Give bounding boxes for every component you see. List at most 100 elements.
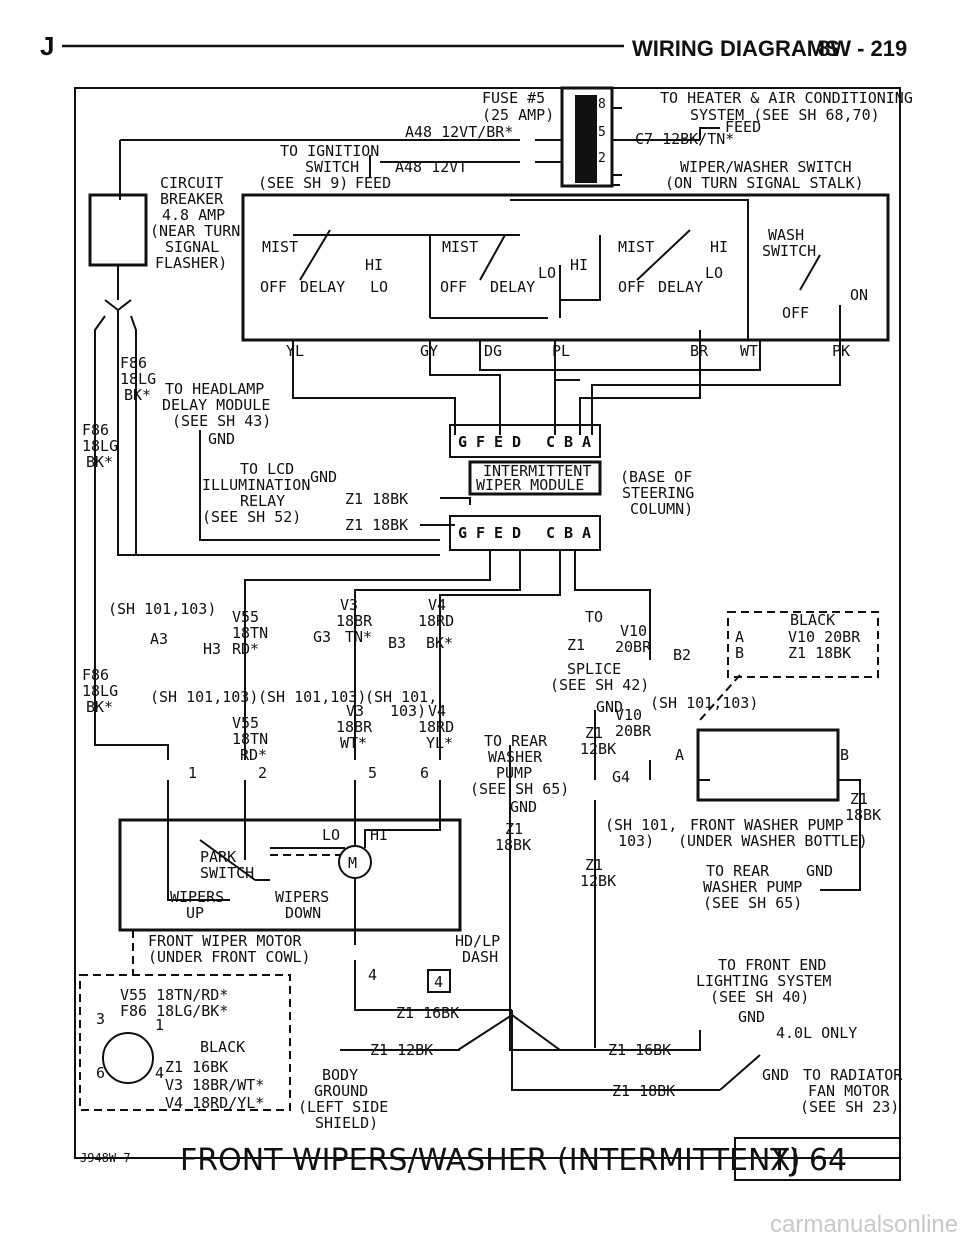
label-18rd-1: 18RD (418, 612, 454, 630)
label-steering: STEERING (622, 484, 694, 502)
label-wash: WASH (768, 226, 804, 244)
label-off-1: OFF (260, 278, 287, 296)
conn-pin-e-2: E (494, 524, 503, 542)
label-v3-1: V3 (340, 596, 358, 614)
label-v4-1: V4 (428, 596, 446, 614)
label-v55-1: V55 (232, 608, 259, 626)
label-v55-2: V55 (232, 714, 259, 732)
label-rear-washer-3: PUMP (496, 764, 532, 782)
label-gnd-7: GND (762, 1066, 789, 1084)
label-hdlp: HD/LP (455, 932, 500, 950)
conn-pin-a-2: A (582, 524, 591, 542)
label-z1-16bk-2: Z1 16BK (608, 1041, 671, 1059)
label-v10-20br: V10 20BR (788, 628, 861, 646)
label-f86-3: F86 (82, 666, 109, 684)
label-rd-2: RD* (240, 746, 267, 764)
label-sh103-4: 103) (390, 702, 426, 720)
label-delay-1: DELAY (300, 278, 345, 296)
conn-pin-e-1: E (494, 433, 503, 451)
label-splice: SPLICE (567, 660, 621, 678)
label-b3: B3 (388, 634, 406, 652)
label-conn-v4: V4 18RD/YL* (165, 1094, 264, 1112)
pin-2: 2 (258, 764, 267, 782)
label-splice-sheet: (SEE SH 42) (550, 676, 649, 694)
label-fuse: FUSE #5 (482, 89, 545, 107)
label-18lg-2: 18LG (82, 437, 118, 455)
label-ground: GROUND (314, 1082, 368, 1100)
label-conn-f86: F86 18LG/BK* (120, 1002, 228, 1020)
label-flasher: FLASHER) (155, 254, 227, 272)
wire-wt: WT (740, 342, 758, 360)
label-conn-pin-4: 4 (155, 1064, 164, 1082)
label-gnd-3: GND (596, 698, 623, 716)
label-front-end-3: (SEE SH 40) (710, 988, 809, 1006)
label-base-of: (BASE OF (620, 468, 692, 486)
label-v4-2: V4 (428, 702, 446, 720)
label-mist-1: MIST (262, 238, 298, 256)
label-front-end-1: TO FRONT END (718, 956, 826, 974)
label-4-0l-only: 4.0L ONLY (776, 1024, 857, 1042)
label-bk-1: BK* (124, 386, 151, 404)
section-letter: J (40, 31, 54, 61)
wire-yl: YL (286, 342, 304, 360)
label-radiator-1: TO RADIATOR (803, 1066, 903, 1084)
label-park-switch: SWITCH (200, 864, 254, 882)
label-column: COLUMN) (630, 500, 693, 518)
label-z1-d: Z1 (850, 790, 868, 808)
motor-symbol (338, 845, 372, 879)
label-lo-2: LO (538, 264, 556, 282)
label-conn-v3: V3 18BR/WT* (165, 1076, 264, 1094)
conn-pin-a-1: A (582, 433, 591, 451)
label-conn-pin-6: 6 (96, 1064, 105, 1082)
conn-pin-g-1: G (458, 433, 467, 451)
wires (79, 86, 890, 1111)
label-hi-3: HI (710, 238, 728, 256)
label-left-side: (LEFT SIDE (298, 1098, 388, 1116)
label-ignition-1: TO IGNITION (280, 142, 379, 160)
label-sh101-4: (SH 101, (365, 688, 437, 706)
label-f86-2: F86 (82, 421, 109, 439)
label-bk-3: BK* (86, 698, 113, 716)
label-rear-pump-3: (SEE SH 65) (703, 894, 802, 912)
label-g4: G4 (612, 768, 630, 786)
label-lo-1: LO (370, 278, 388, 296)
label-z1-b: Z1 (505, 820, 523, 838)
label-v10-2: V10 (615, 706, 642, 724)
label-heater-1: TO HEATER & AIR CONDITIONING (660, 89, 913, 107)
label-18bk-b: 18BK (495, 836, 531, 854)
label-wipers-up-2: UP (186, 904, 204, 922)
label-motor-pin-4: 4 (368, 966, 377, 984)
label-hi-2: HI (570, 256, 588, 274)
label-pin-a-2: A (675, 746, 684, 764)
label-rear-pump-2: WASHER PUMP (703, 878, 802, 896)
label-lcd-1: TO LCD (240, 460, 294, 478)
label-a48-brk: A48 12VT/BR* (405, 123, 513, 141)
label-sh101-3: (SH 101,103) (258, 688, 366, 706)
label-20br-2: 20BR (615, 722, 652, 740)
label-wiper-module: WIPER MODULE (476, 476, 584, 494)
label-gnd-2: GND (310, 468, 337, 486)
conn-pin-g-2: G (458, 524, 467, 542)
label-conn-black: BLACK (200, 1038, 245, 1056)
label-wash-switch: SWITCH (762, 242, 816, 260)
label-lcd-2: ILLUMINATION (202, 476, 310, 494)
label-front-cowl: (UNDER FRONT COWL) (148, 948, 311, 966)
wire-dg: DG (484, 342, 502, 360)
footer-model: XJ 64 (770, 1143, 847, 1178)
label-lcd-4: (SEE SH 52) (202, 508, 301, 526)
label-hi-1: HI (365, 256, 383, 274)
label-dash-pin-4: 4 (434, 973, 443, 991)
conn-pin-d-2: D (512, 524, 521, 542)
label-b2: B2 (673, 646, 691, 664)
label-z1-18bk-b: Z1 18BK (788, 644, 851, 662)
label-delay-3: DELAY (658, 278, 703, 296)
label-breaker: BREAKER (160, 190, 224, 208)
label-off-3: OFF (618, 278, 645, 296)
label-headlamp-2: DELAY MODULE (162, 396, 270, 414)
label-front-washer-pump: FRONT WASHER PUMP (690, 816, 844, 834)
pin-6: 6 (420, 764, 429, 782)
label-ignition-3: (SEE SH 9) (258, 174, 348, 192)
label-intermittent: INTERMITTENT (483, 462, 591, 480)
label-v10-1: V10 (620, 622, 647, 640)
